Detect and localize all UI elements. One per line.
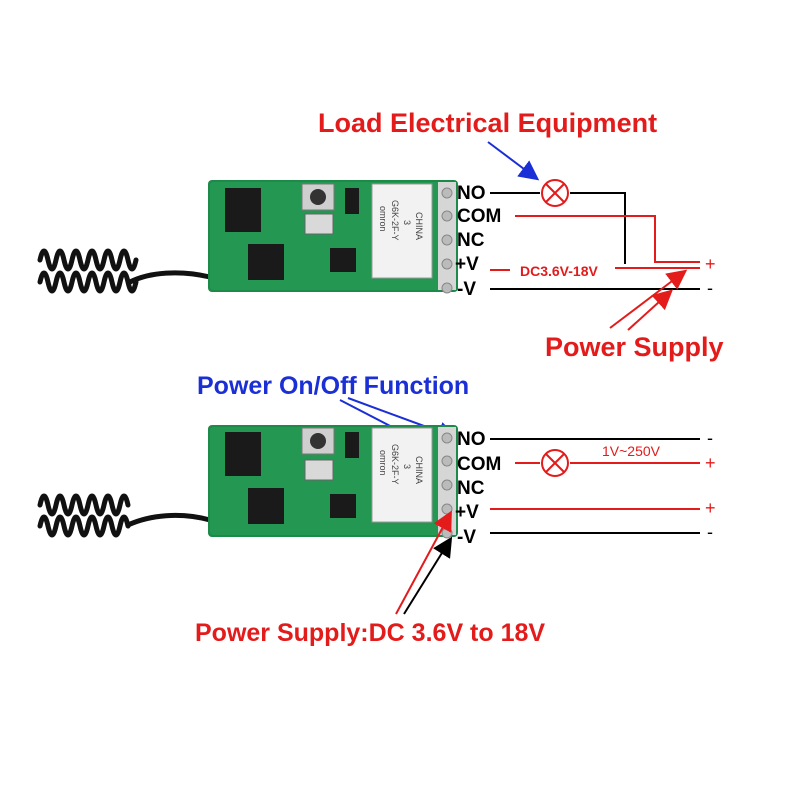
crystal-bottom [304,459,334,481]
chip-bottom-2 [248,488,284,524]
top-pin-com: COM [457,206,501,227]
relay-text-model: G6K-2F-Y [390,200,400,241]
bottom-plus-sign-2: + [705,498,716,518]
antenna-top [37,248,213,294]
top-pin-vminus: -V [457,279,476,300]
top-title: Load Electrical Equipment [318,108,657,138]
bottom-minus-sign-2: - [707,522,713,542]
load-symbol-top [541,179,569,207]
bottom-supply-label: Power Supply:DC 3.6V to 18V [195,619,545,647]
chip-top-2 [248,244,284,280]
top-pin-nc: NC [457,230,485,251]
bottom-title: Power On/Off Function [197,372,469,400]
transistor-top [330,248,356,272]
relay-text-number: 3 [402,220,412,225]
wiring-top [490,192,700,290]
top-pin-vplus: +V [455,254,479,275]
relay-text-brand: omron [378,450,388,476]
arrow-supply-minus-top [627,289,673,331]
wiring-bottom [490,438,700,534]
bottom-plus-sign-1: + [705,453,716,473]
crystal-top [304,213,334,235]
bottom-pin-nc: NC [457,478,485,499]
relay-text-model: G6K-2F-Y [390,444,400,485]
relay-text-brand: omron [378,206,388,232]
pcb-board-top: omron G6K-2F-Y 3 CHINA [208,180,458,294]
relay-text-origin: CHINA [414,456,424,484]
bottom-pin-vplus: +V [455,502,479,523]
top-minus-sign: - [707,278,713,298]
bottom-minus-sign-1: - [707,428,713,448]
bottom-pin-vminus: -V [457,527,476,548]
bottom-pin-com: COM [457,454,501,475]
transistor-bottom [330,494,356,518]
top-voltage-label: DC3.6V-18V [520,263,598,279]
top-pin-no: NO [457,183,486,204]
top-plus-sign: + [705,254,716,274]
arrow-supply-minus-bottom [403,536,453,615]
pcb-board-bottom: omron G6K-2F-Y 3 CHINA [208,425,458,539]
bottom-load-voltage: 1V~250V [602,443,661,459]
arrow-load-top [487,141,540,181]
chip-bottom-1 [225,432,261,476]
relay-text-number: 3 [402,464,412,469]
relay-bottom [371,427,433,523]
arrow-supply-plus-bottom [395,510,452,615]
chip-top-1 [225,188,261,232]
relay-top [371,183,433,279]
top-supply-label: Power Supply [545,332,724,362]
load-symbol-bottom [541,449,569,477]
antenna-bottom [37,493,213,538]
bottom-pin-no: NO [457,429,486,450]
arrow-supply-plus-top [609,269,688,329]
relay-text-origin: CHINA [414,212,424,240]
